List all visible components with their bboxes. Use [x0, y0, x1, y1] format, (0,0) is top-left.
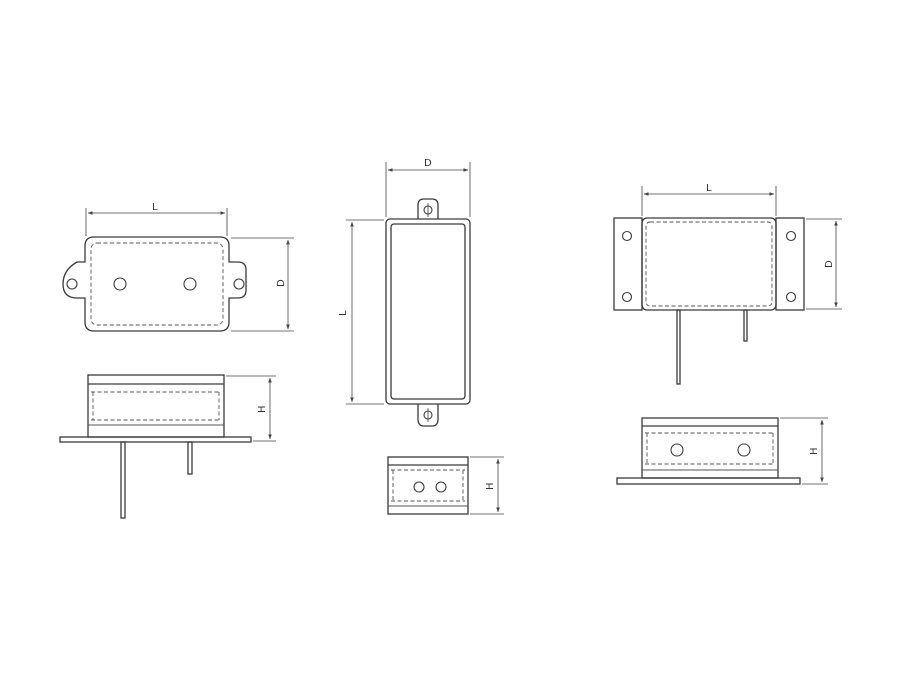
left-top-view: L D	[62, 202, 294, 332]
right-height-label: H	[809, 447, 820, 455]
right-top-lead-2	[743, 309, 748, 342]
left-depth-label: D	[276, 279, 287, 287]
middle-side-terminal-left	[413, 481, 425, 493]
left-top-mount-hole-left	[66, 278, 78, 290]
middle-top-ear-lower	[417, 404, 439, 427]
right-side-base-plate	[616, 477, 801, 485]
right-depth-label: D	[824, 260, 835, 268]
middle-side-terminal-right	[435, 481, 447, 493]
left-side-lead-2	[187, 441, 193, 475]
left-height-label: H	[257, 405, 268, 413]
right-top-inner-outline	[645, 221, 773, 307]
middle-side-body	[387, 456, 469, 515]
left-top-mount-hole-right	[233, 278, 245, 290]
left-top-terminal-left	[113, 277, 127, 291]
left-side-lead-1	[120, 441, 126, 519]
right-top-mount-hole-br	[785, 291, 797, 303]
right-top-view: L D	[613, 183, 842, 385]
left-length-label: L	[152, 202, 158, 213]
right-side-body	[641, 417, 779, 479]
left-side-base-plate	[59, 436, 252, 443]
right-side-view: H	[616, 417, 828, 485]
right-top-mount-hole-tr	[785, 230, 797, 242]
right-side-terminal-right	[737, 443, 751, 457]
left-top-body	[62, 236, 247, 332]
right-top-mount-hole-bl	[621, 291, 633, 303]
middle-height-label: H	[485, 482, 496, 490]
right-top-lead-1	[676, 309, 681, 385]
middle-top-ear-upper	[417, 198, 439, 219]
left-top-inner-outline	[90, 242, 224, 326]
middle-side-view: H	[387, 456, 504, 515]
middle-top-view: D L	[338, 158, 471, 427]
middle-top-body	[385, 218, 471, 405]
right-side-terminal-left	[670, 443, 684, 457]
middle-depth-label: D	[424, 158, 432, 169]
right-top-body	[641, 217, 777, 311]
left-side-view: H	[59, 374, 276, 519]
right-top-mount-hole-tl	[621, 230, 633, 242]
left-top-terminal-right	[183, 277, 197, 291]
right-length-label: L	[706, 183, 712, 194]
middle-length-label: L	[338, 310, 349, 316]
